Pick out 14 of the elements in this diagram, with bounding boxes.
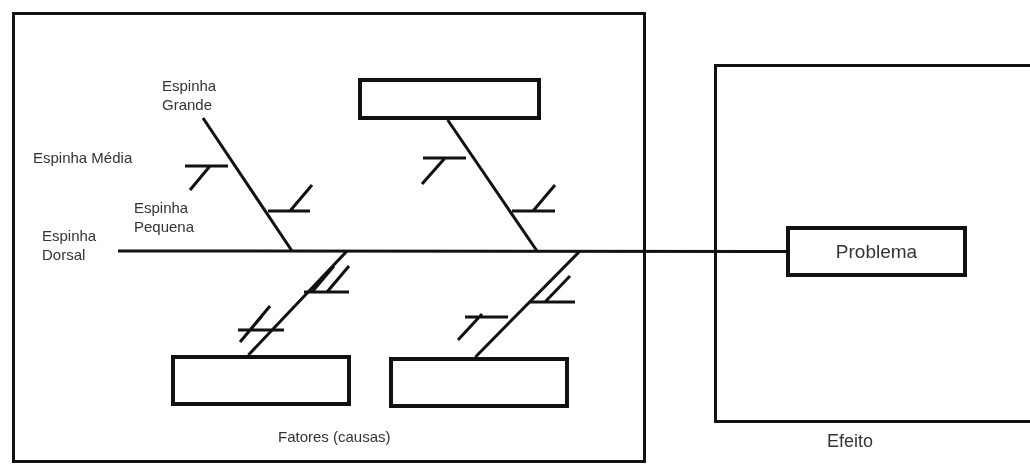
problem-box: Problema <box>786 226 967 277</box>
cause-box <box>358 78 541 120</box>
spine-line <box>118 249 786 253</box>
bone-label: Espinha Pequena <box>134 198 196 236</box>
bone-line <box>446 119 539 252</box>
frame-caption: Efeito <box>827 432 874 451</box>
cause-box <box>171 355 351 406</box>
bone-line <box>247 249 349 357</box>
bone-label: Espinha Dorsal <box>42 226 98 264</box>
frame-caption: Fatores (causas) <box>278 427 391 446</box>
cause-box <box>389 357 569 408</box>
bone-line <box>474 249 582 359</box>
bone-label: Espinha Grande <box>162 76 218 114</box>
bone-label: Espinha Média <box>33 148 133 167</box>
